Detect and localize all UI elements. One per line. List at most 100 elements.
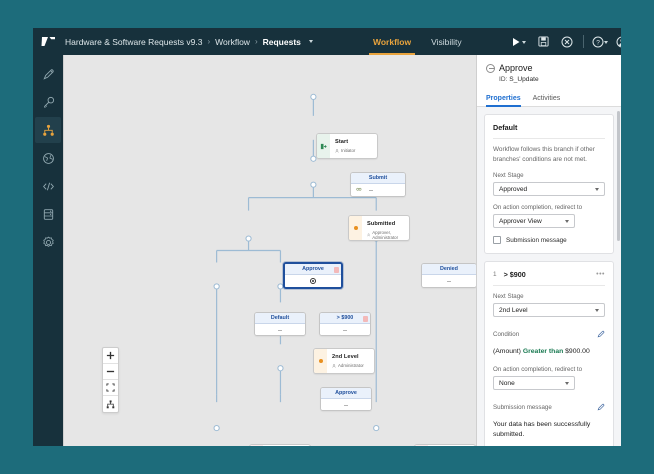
branch-submission-message-text: Your data has been successfully submitte…: [493, 421, 591, 438]
node-action-denied-header: Denied: [422, 264, 476, 275]
panel-title: Approve: [499, 63, 533, 73]
breadcrumb-separator: ›: [207, 37, 211, 46]
edit-pencil-icon[interactable]: [597, 398, 605, 416]
sidebar-item-design[interactable]: [35, 61, 61, 87]
tab-workflow[interactable]: Workflow: [363, 28, 421, 55]
auto-layout-button[interactable]: [103, 396, 118, 412]
chevron-down-icon: [595, 187, 599, 191]
delete-icon[interactable]: [334, 266, 339, 273]
sidebar-item-settings[interactable]: [35, 229, 61, 255]
user-icon: [332, 363, 336, 368]
default-redirect-select[interactable]: Approver View: [493, 214, 575, 229]
sidebar-item-workflow[interactable]: [35, 117, 61, 143]
canvas-viewport[interactable]: Start Initiator Submit: [64, 55, 476, 446]
properties-panel: Approve ID: S_Update Properties Activiti…: [477, 55, 621, 446]
node-action-approve-2-header: Approve: [321, 388, 371, 399]
sidebar-item-data[interactable]: [35, 201, 61, 227]
panel-scrollbar[interactable]: [617, 111, 620, 241]
branch-next-stage-select[interactable]: 2nd Level: [493, 303, 605, 318]
zoom-in-button[interactable]: [103, 348, 118, 364]
edit-pencil-icon[interactable]: [597, 325, 605, 343]
default-submission-message-checkbox[interactable]: [493, 236, 501, 245]
breadcrumb-item-app[interactable]: Hardware & Software Requests v9.3: [65, 36, 203, 47]
workflow-canvas[interactable]: Start Initiator Submit: [63, 55, 477, 446]
delete-icon[interactable]: [363, 315, 368, 322]
close-button[interactable]: [555, 28, 579, 55]
fit-to-screen-button[interactable]: [103, 380, 118, 396]
help-button[interactable]: ?: [588, 28, 612, 55]
breadcrumb-item-workflow[interactable]: Workflow: [215, 36, 250, 47]
top-tab-group: Workflow Visibility: [363, 28, 472, 55]
node-action-denied-placeholder: [447, 280, 451, 282]
node-second-level[interactable]: 2nd Level Administrator: [313, 348, 375, 374]
branch-more-menu-icon[interactable]: •••: [596, 271, 605, 279]
panel-id-label: ID:: [499, 76, 508, 83]
node-action-approve-title: Approve: [302, 266, 324, 272]
save-button[interactable]: [531, 28, 555, 55]
branch-condition-value: $900.00: [565, 348, 590, 356]
account-button[interactable]: [612, 28, 621, 55]
branch-redirect-select[interactable]: None: [493, 376, 575, 391]
sidebar-item-permissions[interactable]: [35, 89, 61, 115]
node-start[interactable]: Start Initiator: [316, 133, 378, 159]
panel-id-row: ID: S_Update: [499, 76, 612, 83]
chevron-down-icon: [565, 219, 569, 223]
tab-properties[interactable]: Properties: [486, 92, 521, 107]
node-branch-amount-body: [320, 324, 370, 335]
node-start-role: Initiator: [335, 148, 355, 153]
node-submitted[interactable]: Submitted Approver, Administrator: [348, 215, 410, 241]
node-action-approve-2[interactable]: Approve: [320, 387, 372, 411]
application-window: Hardware & Software Requests v9.3 › Work…: [33, 28, 621, 446]
left-sidebar: [33, 55, 63, 446]
start-icon: [320, 143, 327, 149]
default-next-stage-select[interactable]: Approved: [493, 182, 605, 197]
node-approved-accent: [250, 445, 263, 446]
sidebar-item-integration[interactable]: [35, 145, 61, 171]
breadcrumb-separator: ›: [254, 37, 258, 46]
tab-properties-label: Properties: [486, 95, 521, 102]
node-denied[interactable]: Denied Administrator: [414, 444, 476, 446]
node-branch-default[interactable]: Default: [254, 312, 306, 336]
default-redirect-value: Approver View: [499, 217, 542, 225]
branch-name: > $900: [503, 270, 526, 280]
tab-workflow-label: Workflow: [373, 36, 412, 47]
default-next-stage-value: Approved: [499, 185, 528, 193]
branch-redirect-label: On action completion, redirect to: [493, 366, 583, 374]
node-branch-default-header: Default: [255, 313, 305, 324]
collapse-icon[interactable]: [486, 63, 495, 73]
node-action-approve-body: [285, 275, 341, 287]
node-approved[interactable]: Approved Administrator: [249, 444, 311, 446]
node-action-approve[interactable]: Approve: [283, 262, 343, 289]
node-action-submit[interactable]: Submit: [350, 172, 406, 197]
node-branch-amount[interactable]: > $900: [319, 312, 371, 336]
branch-redirect-value: None: [499, 379, 515, 387]
user-icon: [367, 233, 370, 237]
node-action-denied[interactable]: Denied: [421, 263, 476, 288]
user-icon: [335, 148, 339, 153]
sidebar-item-code[interactable]: [35, 173, 61, 199]
node-action-denied-title: Denied: [440, 266, 458, 272]
app-logo-icon[interactable]: [33, 28, 63, 55]
node-branch-default-placeholder: [278, 329, 282, 331]
amount-branch-card: 1 > $900 ••• Next Stage 2nd Level Condit…: [484, 261, 614, 446]
panel-scroll-area[interactable]: Default Workflow follows this branch if …: [477, 107, 621, 446]
tab-visibility[interactable]: Visibility: [421, 28, 472, 55]
default-submission-message-label: Submission message: [506, 236, 567, 244]
run-button[interactable]: [507, 28, 531, 55]
branch-submission-label-row: Submission message: [493, 398, 605, 416]
tab-activities[interactable]: Activities: [533, 92, 561, 106]
node-branch-default-body: [255, 324, 305, 335]
condition-target-icon: [310, 278, 316, 284]
zoom-out-button[interactable]: [103, 364, 118, 380]
node-branch-amount-title: > $900: [336, 315, 354, 321]
node-branch-amount-placeholder: [343, 329, 347, 331]
default-redirect-label: On action completion, redirect to: [493, 204, 583, 212]
chevron-down-icon: [565, 381, 569, 385]
node-branch-default-title: Default: [270, 315, 290, 321]
group-icon: [356, 187, 362, 191]
breadcrumb-item-requests[interactable]: Requests: [262, 36, 301, 47]
node-second-level-title: 2nd Level: [332, 354, 359, 360]
chevron-down-icon[interactable]: [308, 40, 313, 43]
branch-index: 1: [493, 271, 497, 279]
chevron-down-icon: [595, 308, 599, 312]
